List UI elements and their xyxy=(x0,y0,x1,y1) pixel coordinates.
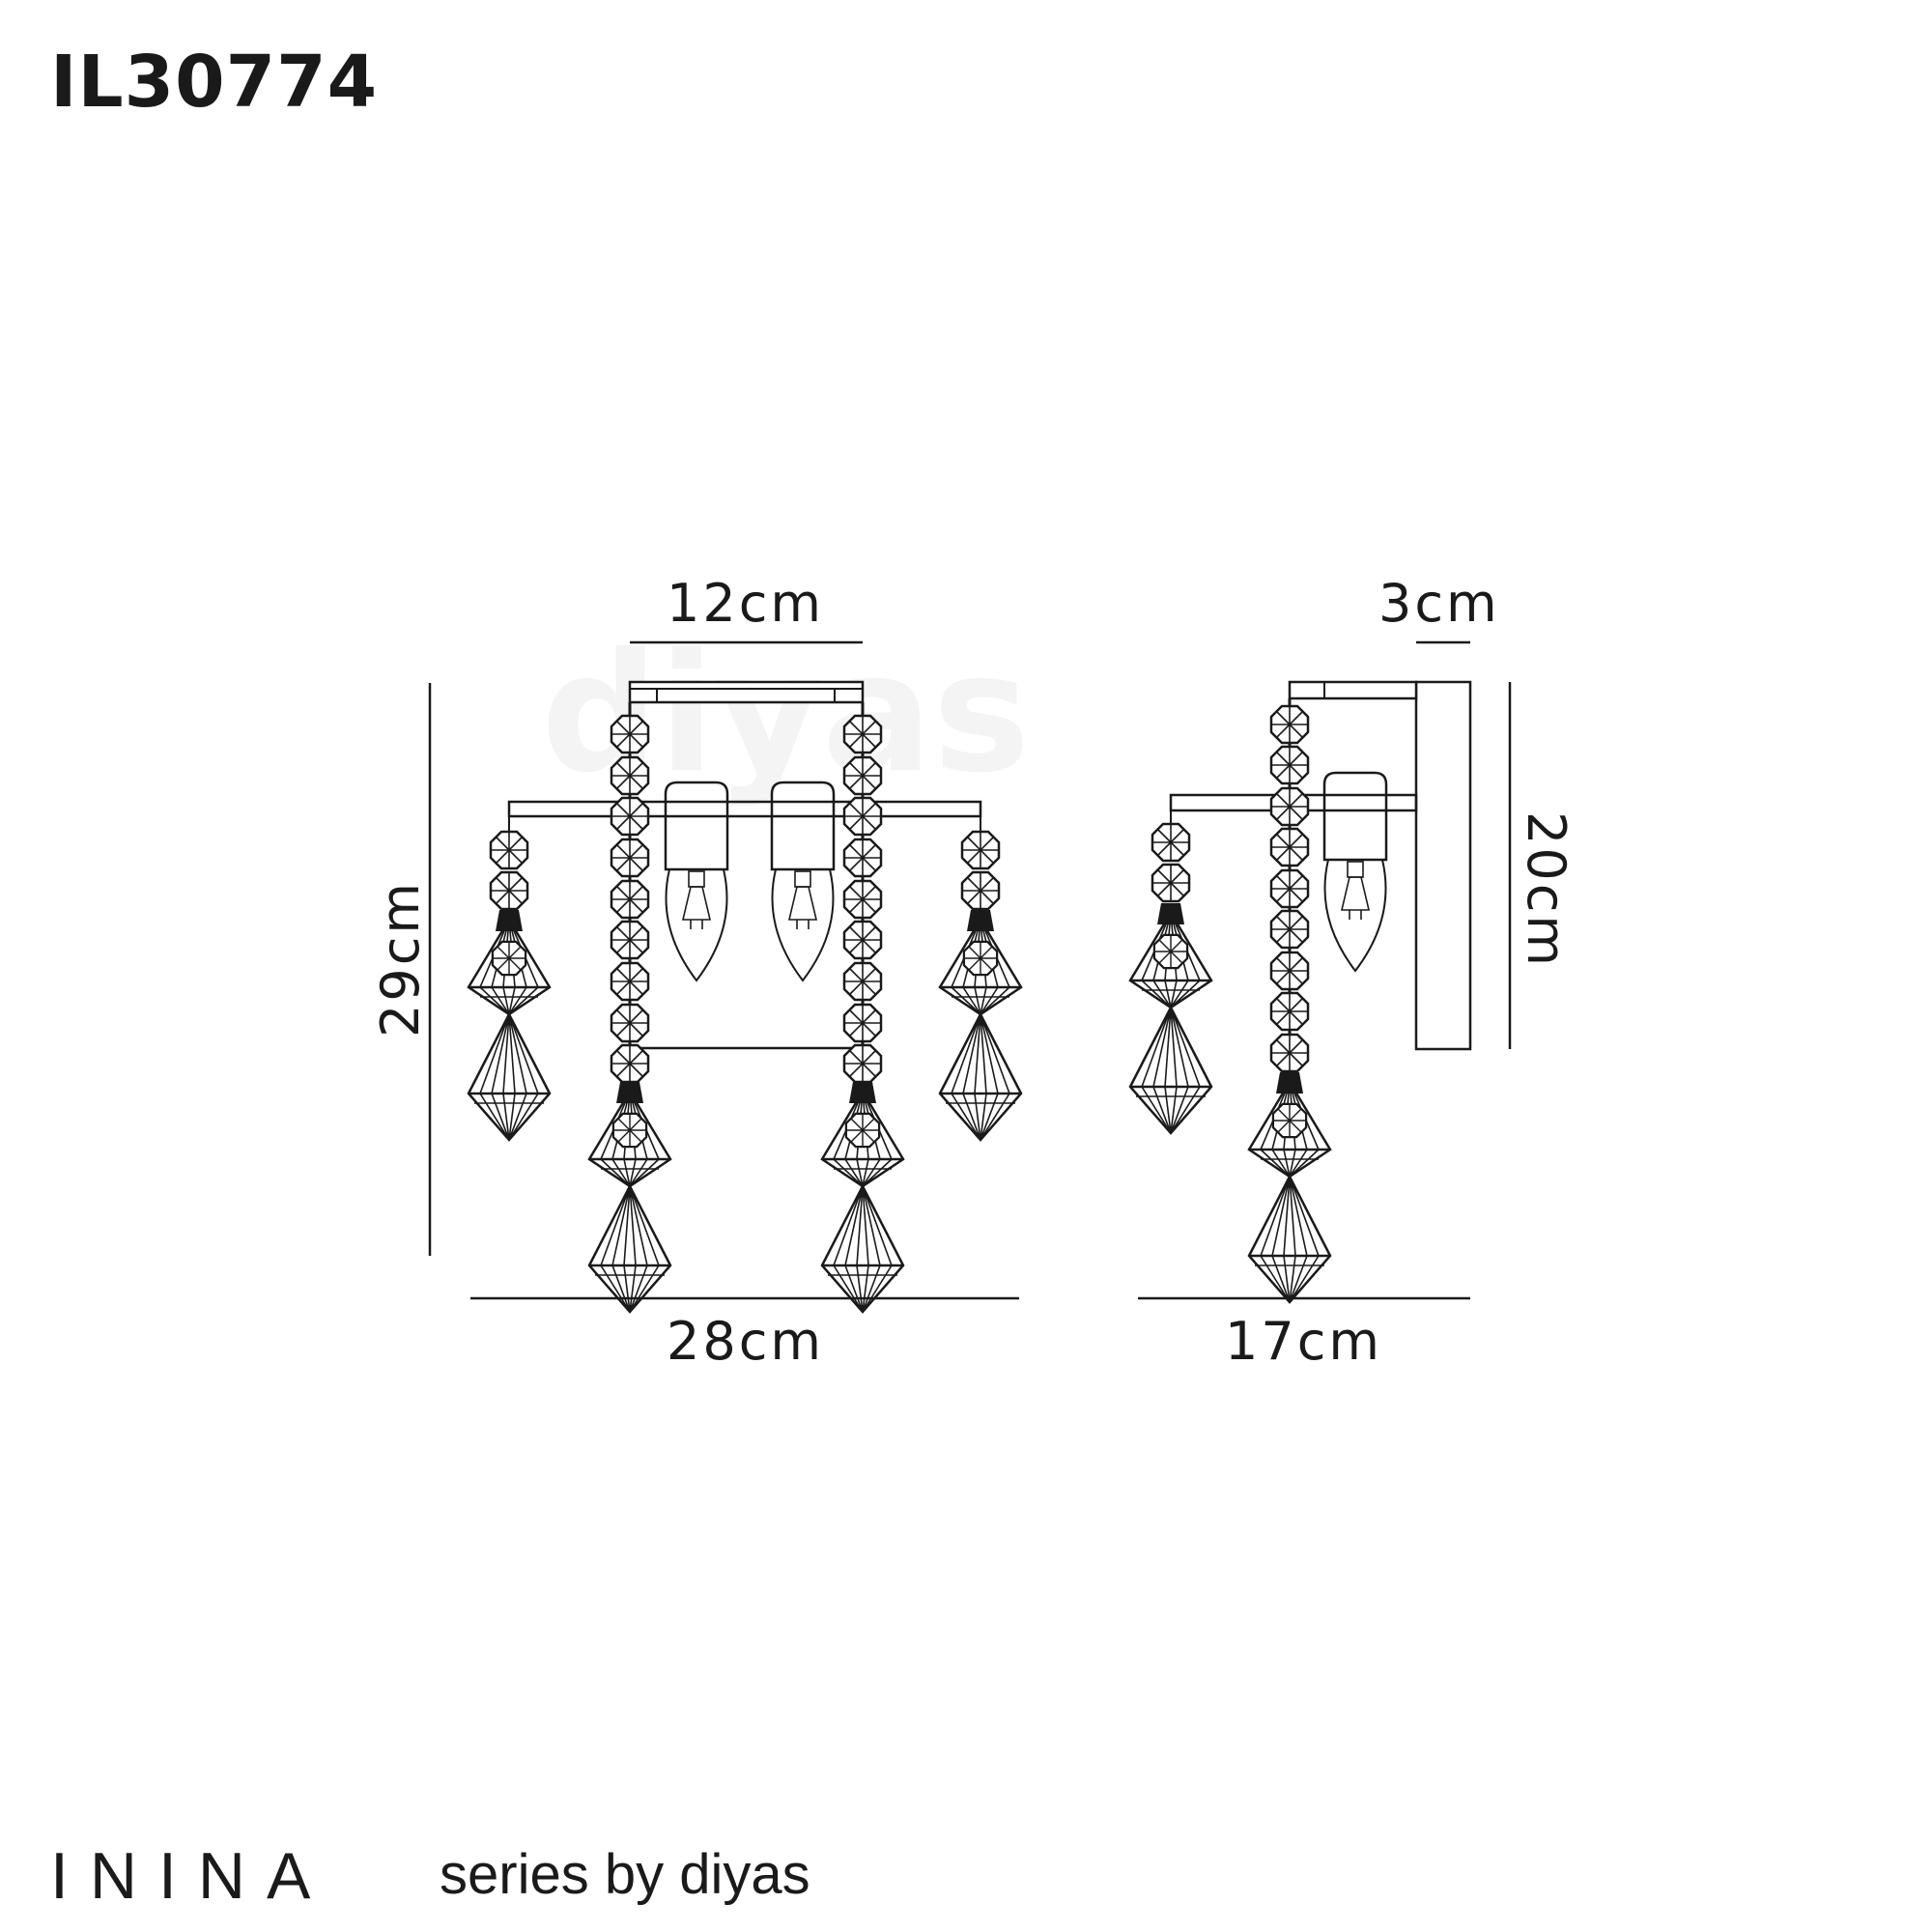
series-name: ININA xyxy=(50,1839,332,1913)
dim-backplate-depth-label: 3cm xyxy=(1378,573,1500,634)
product-code: IL30774 xyxy=(50,41,379,124)
dim-projection-label: 17cm xyxy=(1225,1311,1383,1372)
dim-backplate-height-label: 20cm xyxy=(1516,811,1577,970)
series-tagline: series by diyas xyxy=(440,1843,810,1906)
dim-top-width-label: 12cm xyxy=(667,573,825,634)
dim-height-label: 29cm xyxy=(370,879,431,1037)
side-view xyxy=(1130,640,1512,1302)
dim-width-label: 28cm xyxy=(667,1311,825,1372)
front-view xyxy=(428,640,1021,1312)
